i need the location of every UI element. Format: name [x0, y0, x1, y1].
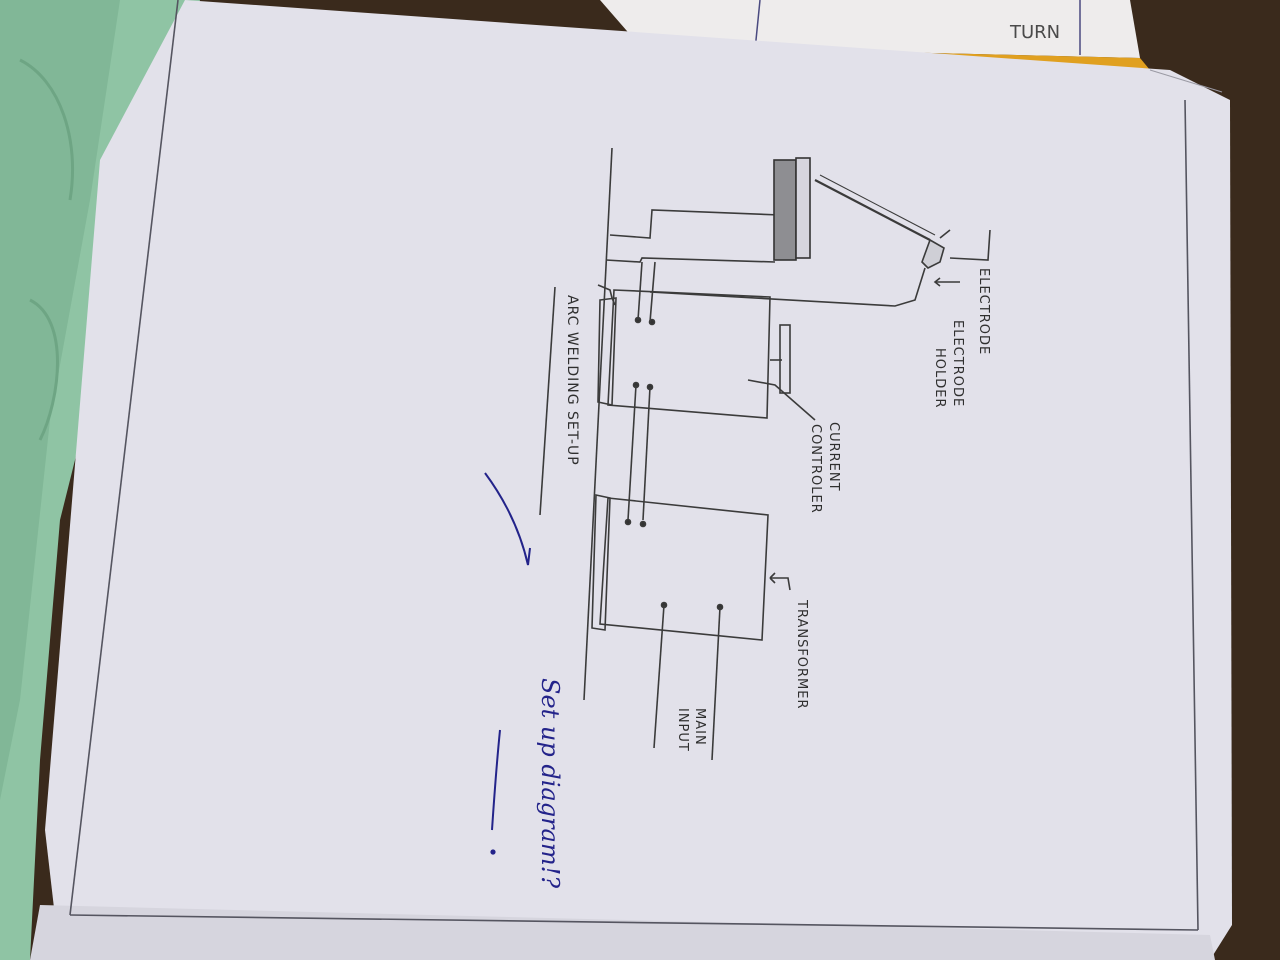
- current-controller-box: [607, 289, 771, 419]
- holder-cable: [649, 267, 926, 307]
- controller-leader: [747, 379, 816, 421]
- label-electrode: ELECTRODE: [976, 268, 991, 355]
- wire-2: [642, 386, 651, 521]
- label-current-controller-1: CURRENT: [826, 422, 841, 492]
- annotation-underline: [491, 729, 501, 831]
- label-electrode-holder-1: ELECTRODE: [950, 320, 965, 407]
- ground-line: [583, 147, 613, 701]
- handwritten-annotation: Set up diagram!?: [536, 678, 564, 888]
- main-input-lead-1: [653, 604, 665, 749]
- page-margin-left: [69, 0, 179, 916]
- page-margin-bottom: [69, 914, 1199, 931]
- page-margin-right: [1184, 99, 1199, 931]
- label-current-controller-2: CONTROLER: [808, 424, 823, 514]
- diagram-title: ARC WELDING SET-UP: [564, 295, 580, 466]
- electrode-leader: [949, 229, 991, 261]
- electrode: [814, 179, 931, 241]
- notebook-page: [45, 0, 1232, 960]
- blue-ink-marks: [484, 472, 531, 855]
- electrode-holder: [921, 238, 945, 269]
- title-underline: [539, 286, 556, 516]
- transformer-box: [599, 497, 769, 641]
- arc-welding-diagram: [539, 147, 991, 761]
- wire-1: [627, 384, 637, 521]
- tick-mark: [484, 472, 531, 566]
- background-page-text: TURN: [1009, 22, 1060, 43]
- label-electrode-holder-2: HOLDER: [932, 348, 947, 409]
- workpiece-plate: [773, 159, 797, 261]
- label-transformer: TRANSFORMER: [794, 599, 809, 710]
- label-main-input-2: INPUT: [675, 708, 690, 752]
- label-main-input-1: MAIN: [692, 708, 707, 746]
- main-input-lead-2: [711, 606, 721, 761]
- transformer-leader: [770, 577, 791, 591]
